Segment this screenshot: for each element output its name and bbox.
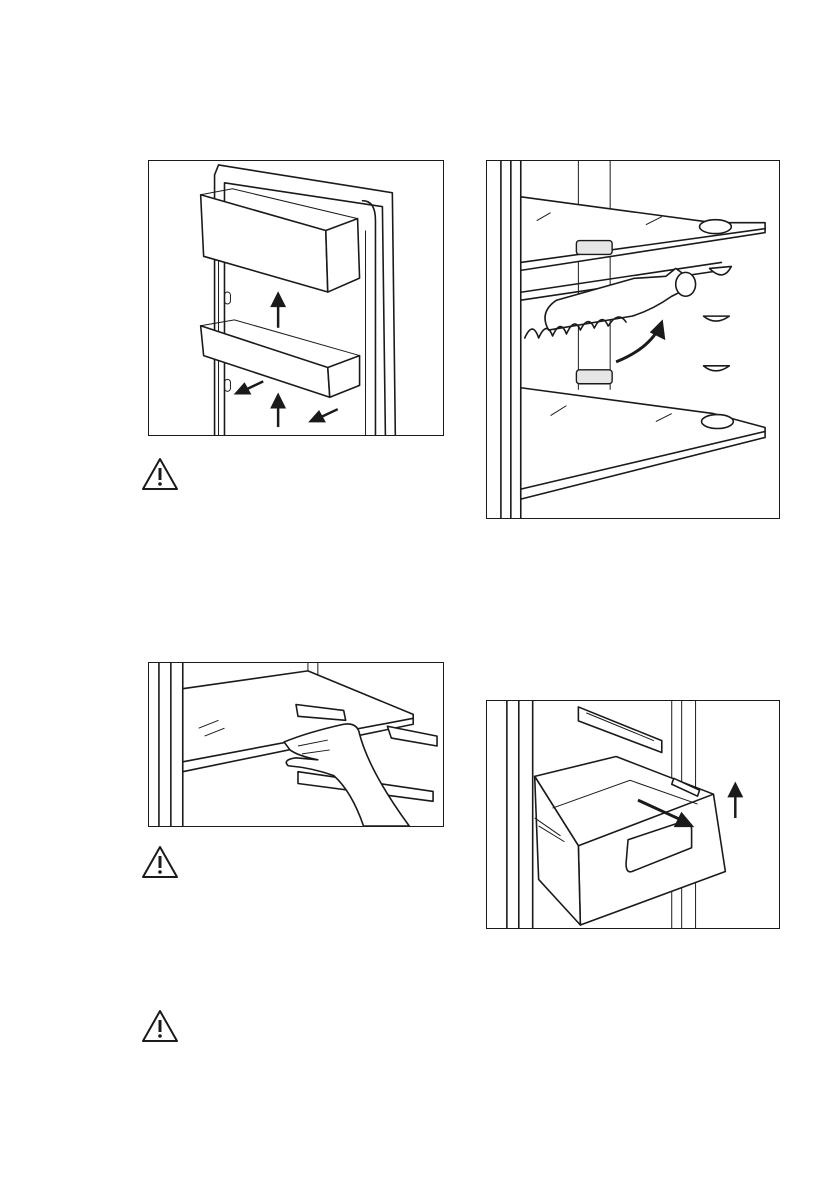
shelf-removal-illustration	[148, 662, 444, 827]
warning-triangle-icon	[140, 844, 180, 880]
bottle-rack-illustration	[486, 160, 780, 519]
door-balcony-removal-illustration	[148, 160, 444, 436]
drawer-removal-illustration	[486, 700, 780, 929]
warning-triangle-icon	[140, 456, 180, 492]
warning-triangle-icon	[140, 1008, 180, 1044]
